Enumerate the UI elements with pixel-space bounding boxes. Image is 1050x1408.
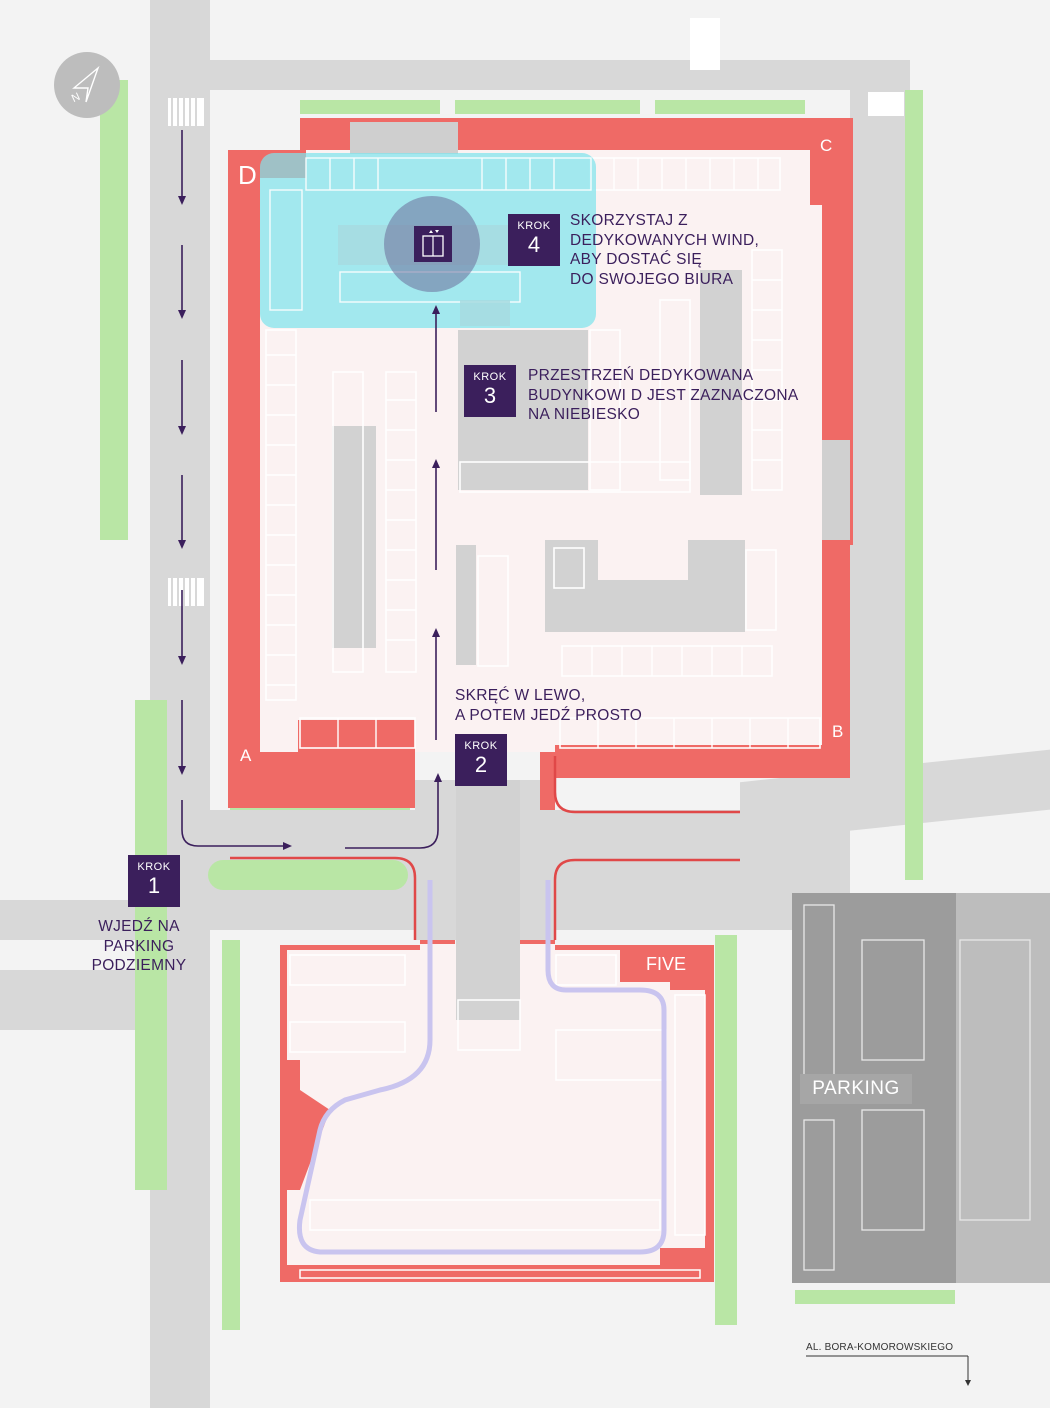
step-2-krok: KROK xyxy=(464,740,498,752)
step-2-number: 2 xyxy=(474,752,488,777)
route-arrows xyxy=(181,130,439,849)
step-4-text: SKORZYSTAJ Z DEDYKOWANYCH WIND, ABY DOST… xyxy=(570,212,760,288)
step-3-krok: KROK xyxy=(473,371,507,383)
drive-lane xyxy=(296,880,667,1255)
step-2-text: SKRĘĆ W LEWO, A POTEM JEDŹ PROSTO xyxy=(455,687,643,724)
step-2-badge: KROK 2 xyxy=(455,734,507,786)
street-label: AL. BORA-KOMOROWSKIEGO xyxy=(806,1342,954,1353)
building-b-label: B xyxy=(832,722,844,741)
compass-arrow-icon xyxy=(72,65,100,103)
building-d-label: D xyxy=(238,160,257,190)
step-1-text: WJEDŹ NA PARKING PODZIEMNY xyxy=(91,918,187,974)
parking-stalls xyxy=(265,157,821,749)
compass: N xyxy=(54,52,120,118)
building-five-label: FIVE xyxy=(620,946,712,982)
step-1-number: 1 xyxy=(147,873,161,898)
building-c-label: C xyxy=(820,136,833,155)
parking-label: PARKING xyxy=(800,1074,912,1104)
building-a-label: A xyxy=(240,746,252,765)
grass xyxy=(100,80,955,1330)
step-3-number: 3 xyxy=(483,383,497,408)
step-1-krok: KROK xyxy=(137,861,171,873)
step-4-krok: KROK xyxy=(517,220,551,232)
step-3-text: PRZESTRZEŃ DEDYKOWANA BUDYNKOWI D JEST Z… xyxy=(528,367,799,423)
step-3-badge: KROK 3 xyxy=(464,365,516,417)
step-4-badge: KROK 4 xyxy=(508,214,560,266)
step-1-badge: KROK 1 xyxy=(128,855,180,907)
step-4-number: 4 xyxy=(527,232,541,257)
